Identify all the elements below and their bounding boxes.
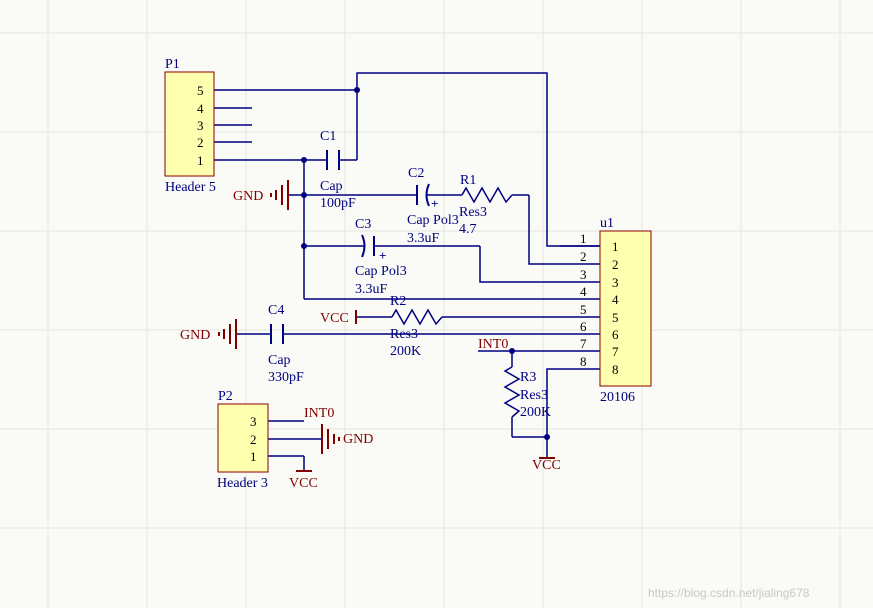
p1-designator: P1 bbox=[165, 57, 180, 72]
p2-pin-label: 1 bbox=[250, 449, 257, 464]
r3-comment: Res3 bbox=[520, 388, 548, 403]
c3-plus-sign: + bbox=[379, 248, 386, 263]
p1-pin-label: 5 bbox=[197, 83, 204, 98]
capacitor-c3[interactable]: + C3 Cap Pol3 3.3uF bbox=[355, 217, 407, 297]
c3-comment: Cap Pol3 bbox=[355, 264, 407, 279]
c2-value: 3.3uF bbox=[407, 231, 440, 246]
vcc-label: VCC bbox=[532, 458, 561, 473]
u1-pin-name: 7 bbox=[612, 344, 619, 359]
ic-u1[interactable]: u1 20106 1 2 3 4 5 6 7 8 1 2 3 4 5 6 7 8 bbox=[560, 216, 652, 405]
gnd-port-1[interactable]: GND bbox=[233, 180, 289, 210]
c4-designator: C4 bbox=[268, 303, 284, 318]
r2-comment: Res3 bbox=[390, 327, 418, 342]
capacitor-c2[interactable]: + C2 Cap Pol3 3.3uF bbox=[407, 166, 459, 246]
c1-designator: C1 bbox=[320, 129, 336, 144]
r3-value: 200K bbox=[520, 405, 551, 420]
gnd-label: GND bbox=[180, 328, 210, 343]
r1-comment: Res3 bbox=[459, 205, 487, 220]
resistor-r1[interactable]: R1 Res3 4.7 bbox=[459, 173, 513, 237]
u1-pin-number: 4 bbox=[580, 284, 587, 299]
u1-pin-name: 6 bbox=[612, 327, 619, 342]
int0-label: INT0 bbox=[304, 406, 334, 421]
vcc-label: VCC bbox=[320, 311, 349, 326]
p2-pin-label: 3 bbox=[250, 414, 257, 429]
p1-pin-label: 2 bbox=[197, 135, 204, 150]
u1-pin-number: 7 bbox=[580, 336, 587, 351]
capacitor-c1[interactable]: C1 Cap 100pF bbox=[320, 129, 356, 211]
u1-pin-number: 2 bbox=[580, 249, 587, 264]
gnd-port-3[interactable]: GND bbox=[321, 424, 373, 454]
u1-comment: 20106 bbox=[600, 390, 635, 405]
r1-designator: R1 bbox=[460, 173, 476, 188]
header-p1[interactable]: P1 Header 5 5 4 3 2 1 bbox=[164, 57, 216, 195]
r2-designator: R2 bbox=[390, 294, 406, 309]
int0-net-label-p2[interactable]: INT0 bbox=[304, 406, 334, 421]
p1-pin-label: 3 bbox=[197, 118, 204, 133]
r3-designator: R3 bbox=[520, 370, 536, 385]
vcc-port-p2[interactable]: VCC bbox=[289, 470, 318, 491]
p2-comment: Header 3 bbox=[217, 476, 268, 491]
vcc-port-u1[interactable]: VCC bbox=[532, 455, 561, 473]
vcc-port-r2[interactable]: VCC bbox=[320, 310, 357, 326]
p1-comment: Header 5 bbox=[165, 180, 216, 195]
resistor-r2[interactable]: R2 Res3 200K bbox=[390, 294, 443, 359]
u1-pin-number: 8 bbox=[580, 354, 587, 369]
u1-pin-name: 8 bbox=[612, 362, 619, 377]
int0-label: INT0 bbox=[478, 337, 508, 352]
c1-comment: Cap bbox=[320, 179, 343, 194]
c3-value: 3.3uF bbox=[355, 282, 388, 297]
p2-designator: P2 bbox=[218, 389, 233, 404]
u1-pin-number: 5 bbox=[580, 302, 587, 317]
int0-net-label-u1[interactable]: INT0 bbox=[478, 337, 508, 352]
c4-value: 330pF bbox=[268, 370, 304, 385]
p1-pin-label: 1 bbox=[197, 153, 204, 168]
gnd-label: GND bbox=[233, 189, 263, 204]
c2-designator: C2 bbox=[408, 166, 424, 181]
header-p2[interactable]: P2 Header 3 3 2 1 bbox=[217, 389, 269, 491]
u1-pin-number: 1 bbox=[580, 231, 587, 246]
gnd-port-2[interactable]: GND bbox=[180, 319, 237, 349]
watermark-text: https://blog.csdn.net/jialing678 bbox=[648, 586, 810, 600]
u1-designator: u1 bbox=[600, 216, 614, 231]
c2-comment: Cap Pol3 bbox=[407, 213, 459, 228]
p2-pin-label: 2 bbox=[250, 432, 257, 447]
u1-pin-name: 3 bbox=[612, 275, 619, 290]
p1-pin-label: 4 bbox=[197, 101, 204, 116]
vcc-label: VCC bbox=[289, 476, 318, 491]
resistor-r3[interactable]: R3 Res3 200K bbox=[503, 366, 551, 420]
gnd-label: GND bbox=[343, 432, 373, 447]
u1-pin-name: 5 bbox=[612, 310, 619, 325]
r2-value: 200K bbox=[390, 344, 421, 359]
u1-pin-name: 1 bbox=[612, 239, 619, 254]
r1-value: 4.7 bbox=[459, 222, 477, 237]
junction-dots bbox=[301, 87, 550, 440]
u1-pin-number: 3 bbox=[580, 267, 587, 282]
capacitor-c4[interactable]: C4 Cap 330pF bbox=[268, 303, 304, 385]
c2-plus-sign: + bbox=[431, 196, 438, 211]
c4-comment: Cap bbox=[268, 353, 291, 368]
u1-pin-name: 4 bbox=[612, 292, 619, 307]
c3-designator: C3 bbox=[355, 217, 371, 232]
u1-pin-number: 6 bbox=[580, 319, 587, 334]
c1-value: 100pF bbox=[320, 196, 356, 211]
u1-pin-name: 2 bbox=[612, 257, 619, 272]
